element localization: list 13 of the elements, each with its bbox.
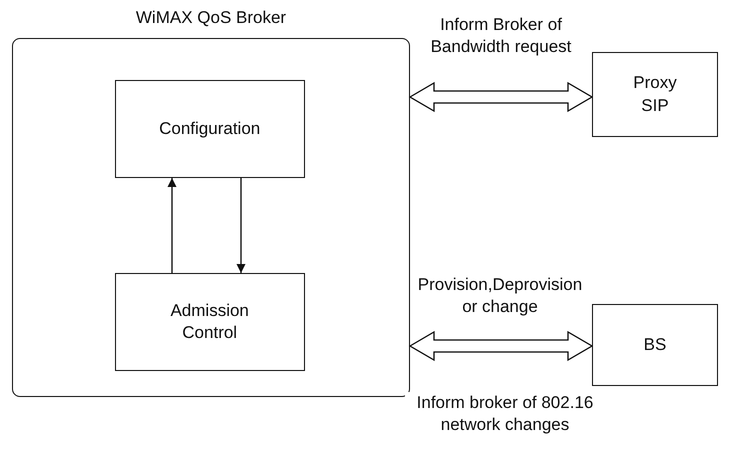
container-title: WiMAX QoS Broker xyxy=(134,7,288,29)
arrow xyxy=(167,178,177,273)
box-label: BS xyxy=(644,334,666,356)
box-label: Admission Control xyxy=(169,300,250,344)
process-box xyxy=(592,304,718,386)
process-box xyxy=(114,80,305,178)
box-label: Proxy SIP xyxy=(632,72,678,116)
double-arrow xyxy=(408,330,594,362)
box-label: Configuration xyxy=(159,118,260,140)
arrow xyxy=(236,178,246,273)
double-arrow xyxy=(408,82,594,112)
process-box xyxy=(114,272,305,371)
process-box xyxy=(592,52,718,137)
